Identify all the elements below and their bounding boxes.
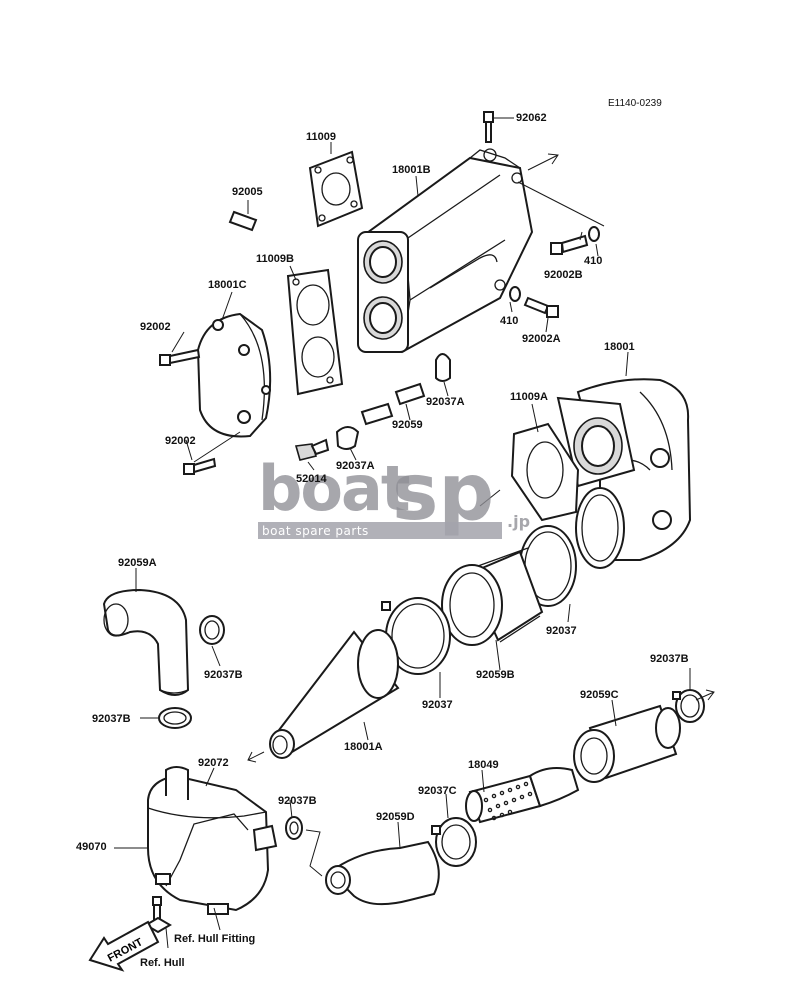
label-92072: 92072: [198, 757, 229, 769]
label-18001C: 18001C: [208, 279, 247, 291]
label-92037C: 92037C: [418, 785, 457, 797]
clamp-92037C: [431, 817, 477, 867]
label-92037A-upper: 92037A: [426, 396, 465, 408]
bolt-92062: [483, 111, 494, 143]
label-92059D: 92059D: [376, 811, 415, 823]
label-49070: 49070: [76, 841, 107, 853]
label-92002B: 92002B: [544, 269, 583, 281]
hose-92059D: [325, 840, 440, 906]
elbow-hose-92059A: [102, 588, 190, 696]
bolt-92002-upper: [159, 348, 201, 366]
front-arrow: FRONT: [88, 920, 160, 972]
label-92002-lower: 92002: [165, 435, 196, 447]
label-52014: 52014: [296, 473, 327, 485]
label-92037A-lower: 92037A: [336, 460, 375, 472]
bolt-92002-lower: [183, 457, 217, 475]
clip-92037A-upper: [435, 353, 451, 382]
label-92037B-lower: 92037B: [92, 713, 131, 725]
plug-52014: [294, 438, 330, 461]
label-410-lower: 410: [500, 315, 519, 327]
bolt-92002B: [550, 234, 589, 255]
label-92059C: 92059C: [580, 689, 619, 701]
stud-92005: [228, 210, 258, 232]
gasket-11009: [308, 150, 364, 228]
watermark-logo: sp: [392, 448, 495, 538]
cone-pipe-18001A: [269, 629, 400, 759]
label-92062: 92062: [516, 112, 547, 124]
coupling-18001-outlet: [575, 487, 625, 569]
watermark-tagline: boat spare parts: [262, 524, 369, 538]
label-92037-left: 92037: [422, 699, 453, 711]
leader-lines: [114, 117, 715, 949]
bolt-92002A: [523, 296, 559, 318]
hose-92059: [360, 382, 426, 426]
label-410-upper: 410: [584, 255, 603, 267]
clamp-92037B-d: [285, 816, 303, 840]
label-11009B: 11009B: [256, 253, 294, 265]
label-18001: 18001: [604, 341, 635, 353]
washer-410-upper: [588, 226, 600, 242]
gasket-11009B: [286, 268, 344, 396]
clamp-92037B-a: [199, 615, 225, 645]
watermark-suffix: .jp: [507, 512, 531, 531]
strainer-18049: [465, 767, 580, 824]
label-92059B: 92059B: [476, 669, 515, 681]
label-92037B-elbow: 92037B: [204, 669, 243, 681]
label-92037-right: 92037: [546, 625, 577, 637]
label-92005: 92005: [232, 186, 263, 198]
label-92059: 92059: [392, 419, 423, 431]
muffler-49070: [147, 766, 278, 915]
cover-18001C: [196, 312, 272, 438]
clamp-92037B-b: [158, 707, 192, 729]
label-ref-hull-fitting: Ref. Hull Fitting: [174, 933, 256, 945]
label-18001B: 18001B: [392, 164, 431, 176]
drawing-code: E1140-0239: [608, 98, 662, 109]
pipe-92059C: [573, 704, 681, 783]
label-ref-hull: Ref. Hull: [140, 957, 185, 969]
label-18001A: 18001A: [344, 741, 383, 753]
label-92002A: 92002A: [522, 333, 561, 345]
label-11009: 11009: [306, 131, 336, 143]
clip-92037A-lower: [335, 426, 360, 450]
label-18049: 18049: [468, 759, 499, 771]
watermark-word: boat: [258, 452, 410, 525]
label-92002-upper: 92002: [140, 321, 171, 333]
label-92037B-pipe: 92037B: [650, 653, 689, 665]
label-11009A: 11009A: [510, 391, 548, 403]
sleeve-92059B: [441, 547, 544, 646]
watermark-bar: [258, 522, 502, 539]
label-92059A: 92059A: [118, 557, 157, 569]
exhaust-manifold-18001B: [357, 148, 534, 354]
clamp-92037B-c: [672, 689, 705, 723]
label-92037B-muffler: 92037B: [278, 795, 317, 807]
washer-410-lower: [509, 286, 521, 302]
gasket-11009A: [510, 422, 580, 522]
